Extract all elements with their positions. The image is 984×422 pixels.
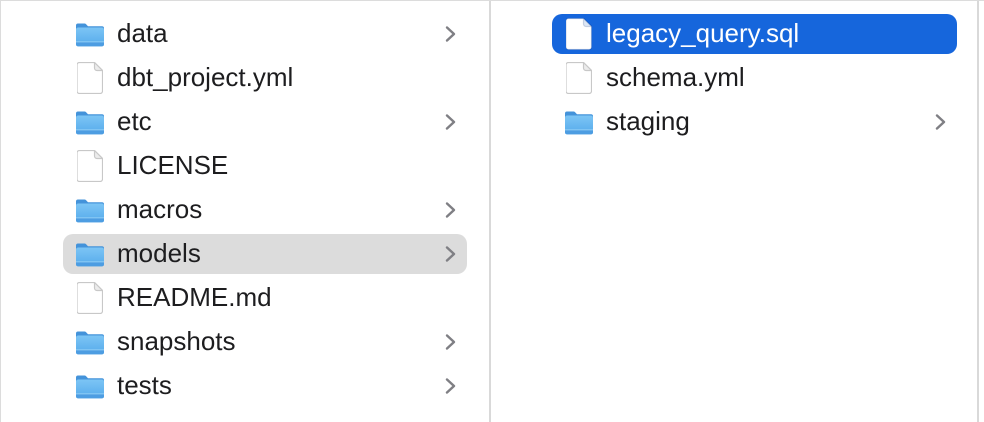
folder-icon [76,199,104,223]
item-label: schema.yml [606,63,745,92]
item-label: tests [117,371,172,400]
list-item-container: LICENSE [41,144,489,188]
list-item[interactable]: models [63,234,467,274]
list-item-container: legacy_query.sql [532,12,977,56]
document-icon-box [564,62,594,94]
chevron-right-icon [445,334,455,350]
chevron-right-box [933,112,947,132]
folder-icon-box [564,106,594,138]
item-label: models [117,239,201,268]
document-icon [77,150,103,182]
folder-icon [76,23,104,47]
chevron-right-icon [445,26,455,42]
list-item-container: models [41,232,489,276]
list-item[interactable]: schema.yml [552,58,957,98]
list-item[interactable]: legacy_query.sql [552,14,957,54]
file-list-right: legacy_query.sql schema.yml staging [492,1,977,144]
document-icon-box [75,150,105,182]
item-label: legacy_query.sql [606,19,800,48]
chevron-right-box [443,376,457,396]
folder-icon-box [75,370,105,402]
chevron-right-icon [445,246,455,262]
folder-icon [565,111,593,135]
chevron-right-box [443,244,457,264]
list-item-container: dbt_project.yml [41,56,489,100]
item-label: LICENSE [117,151,229,180]
folder-icon [76,375,104,399]
list-item-container: macros [41,188,489,232]
folder-icon-box [75,238,105,270]
item-label: snapshots [117,327,236,356]
item-label: README.md [117,283,272,312]
chevron-right-icon [445,114,455,130]
folder-icon-box [75,18,105,50]
document-icon [566,62,592,94]
item-label: staging [606,107,690,136]
item-label: dbt_project.yml [117,63,294,92]
document-icon-box [75,62,105,94]
chevron-right-icon [445,202,455,218]
list-item-container: etc [41,100,489,144]
list-item[interactable]: etc [63,102,467,142]
list-item[interactable]: snapshots [63,322,467,362]
chevron-right-icon [935,114,945,130]
list-item-container: data [41,12,489,56]
folder-icon-box [75,326,105,358]
list-item[interactable]: tests [63,366,467,406]
chevron-right-box [443,24,457,44]
document-icon-box [564,18,594,50]
file-column-right: legacy_query.sql schema.yml staging [492,1,979,422]
item-label: macros [117,195,203,224]
list-item[interactable]: staging [552,102,957,142]
chevron-right-box [443,112,457,132]
folder-icon-box [75,194,105,226]
document-icon [77,282,103,314]
list-item-container: staging [532,100,977,144]
chevron-placeholder [933,24,947,44]
list-item-container: snapshots [41,320,489,364]
chevron-placeholder [933,68,947,88]
list-item[interactable]: macros [63,190,467,230]
chevron-right-icon [445,378,455,394]
document-icon [566,18,592,50]
chevron-right-box [443,332,457,352]
chevron-placeholder [443,288,457,308]
folder-icon [76,111,104,135]
list-item-container: schema.yml [532,56,977,100]
chevron-placeholder [443,68,457,88]
folder-icon-box [75,106,105,138]
folder-icon [76,331,104,355]
folder-icon [76,243,104,267]
chevron-placeholder [443,156,457,176]
list-item-container: README.md [41,276,489,320]
chevron-right-box [443,200,457,220]
document-icon [77,62,103,94]
list-item[interactable]: LICENSE [63,146,467,186]
item-label: data [117,19,168,48]
item-label: etc [117,107,152,136]
document-icon-box [75,282,105,314]
list-item-container: tests [41,364,489,408]
list-item[interactable]: README.md [63,278,467,318]
list-item[interactable]: dbt_project.yml [63,58,467,98]
list-item[interactable]: data [63,14,467,54]
